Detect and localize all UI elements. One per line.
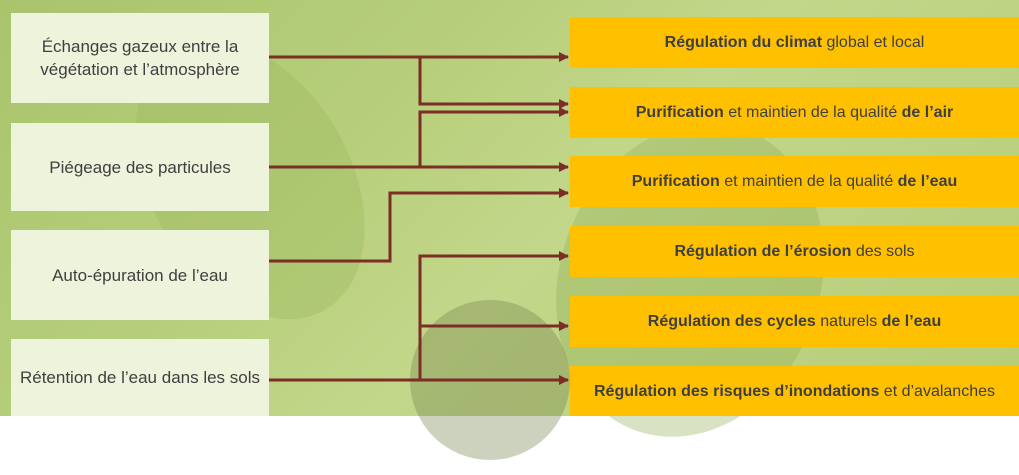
target-box-water: Purification et maintien de la qualité d… — [570, 156, 1019, 207]
target-text-part: Régulation des risques d’inondations — [594, 382, 880, 400]
target-box-climate: Régulation du climat global et local — [570, 17, 1019, 68]
target-box-air: Purification et maintien de la qualité d… — [570, 87, 1019, 138]
target-box-cycles: Régulation des cycles naturels de l’eau — [570, 296, 1019, 347]
arrow-purif-to-water — [269, 188, 569, 263]
arrow-particles-to-air — [269, 107, 569, 169]
target-label-erosion: Régulation de l’érosion des sols — [674, 242, 914, 261]
target-text-part: Régulation de l’érosion — [674, 243, 852, 260]
source-box-self-purification: Auto-épuration de l’eau — [11, 230, 269, 320]
arrow-gas-to-air — [418, 57, 569, 109]
target-text-part: naturels — [815, 313, 882, 330]
target-label-cycles: Régulation des cycles naturels de l’eau — [648, 312, 941, 331]
target-text-part: Régulation des cycles — [647, 313, 816, 330]
target-text-part: et maintien de la qualité — [723, 104, 902, 121]
target-text-part: de l’eau — [897, 173, 958, 190]
target-box-erosion: Régulation de l’érosion des sols — [570, 226, 1019, 277]
source-label-self-purification: Auto-épuration de l’eau — [52, 265, 228, 285]
source-label-gas-exchange: Échanges gazeux entre la végétation et l… — [40, 37, 240, 79]
target-text-part: des sols — [851, 243, 915, 260]
target-text-part: et d’avalanches — [879, 382, 995, 400]
source-label-particles: Piégeage des particules — [49, 157, 231, 177]
source-label-water-retention: Rétention de l’eau dans les sols — [19, 368, 261, 387]
target-box-floods: Régulation des risques d’inondations et … — [570, 366, 1019, 416]
target-label-floods: Régulation des risques d’inondations et … — [594, 382, 995, 401]
source-box-water-retention: Rétention de l’eau dans les sols — [11, 339, 269, 416]
target-text-part: et maintien de la qualité — [719, 173, 898, 190]
target-text-part: Purification — [635, 104, 724, 121]
target-text-part: de l’eau — [881, 313, 942, 330]
target-text-part: global et local — [822, 34, 925, 51]
connector-arrows — [269, 52, 569, 385]
source-box-gas-exchange: Échanges gazeux entre la végétation et l… — [11, 13, 269, 103]
target-label-water: Purification et maintien de la qualité d… — [632, 172, 957, 191]
source-box-particles: Piégeage des particules — [11, 123, 269, 211]
target-label-air: Purification et maintien de la qualité d… — [636, 103, 953, 122]
target-text-part: Purification — [631, 173, 720, 190]
target-text-part: Régulation du climat — [664, 34, 823, 51]
target-label-climate: Régulation du climat global et local — [665, 33, 925, 52]
arrow-retention-to-erosion — [269, 251, 569, 382]
target-text-part: de l’air — [901, 104, 954, 121]
